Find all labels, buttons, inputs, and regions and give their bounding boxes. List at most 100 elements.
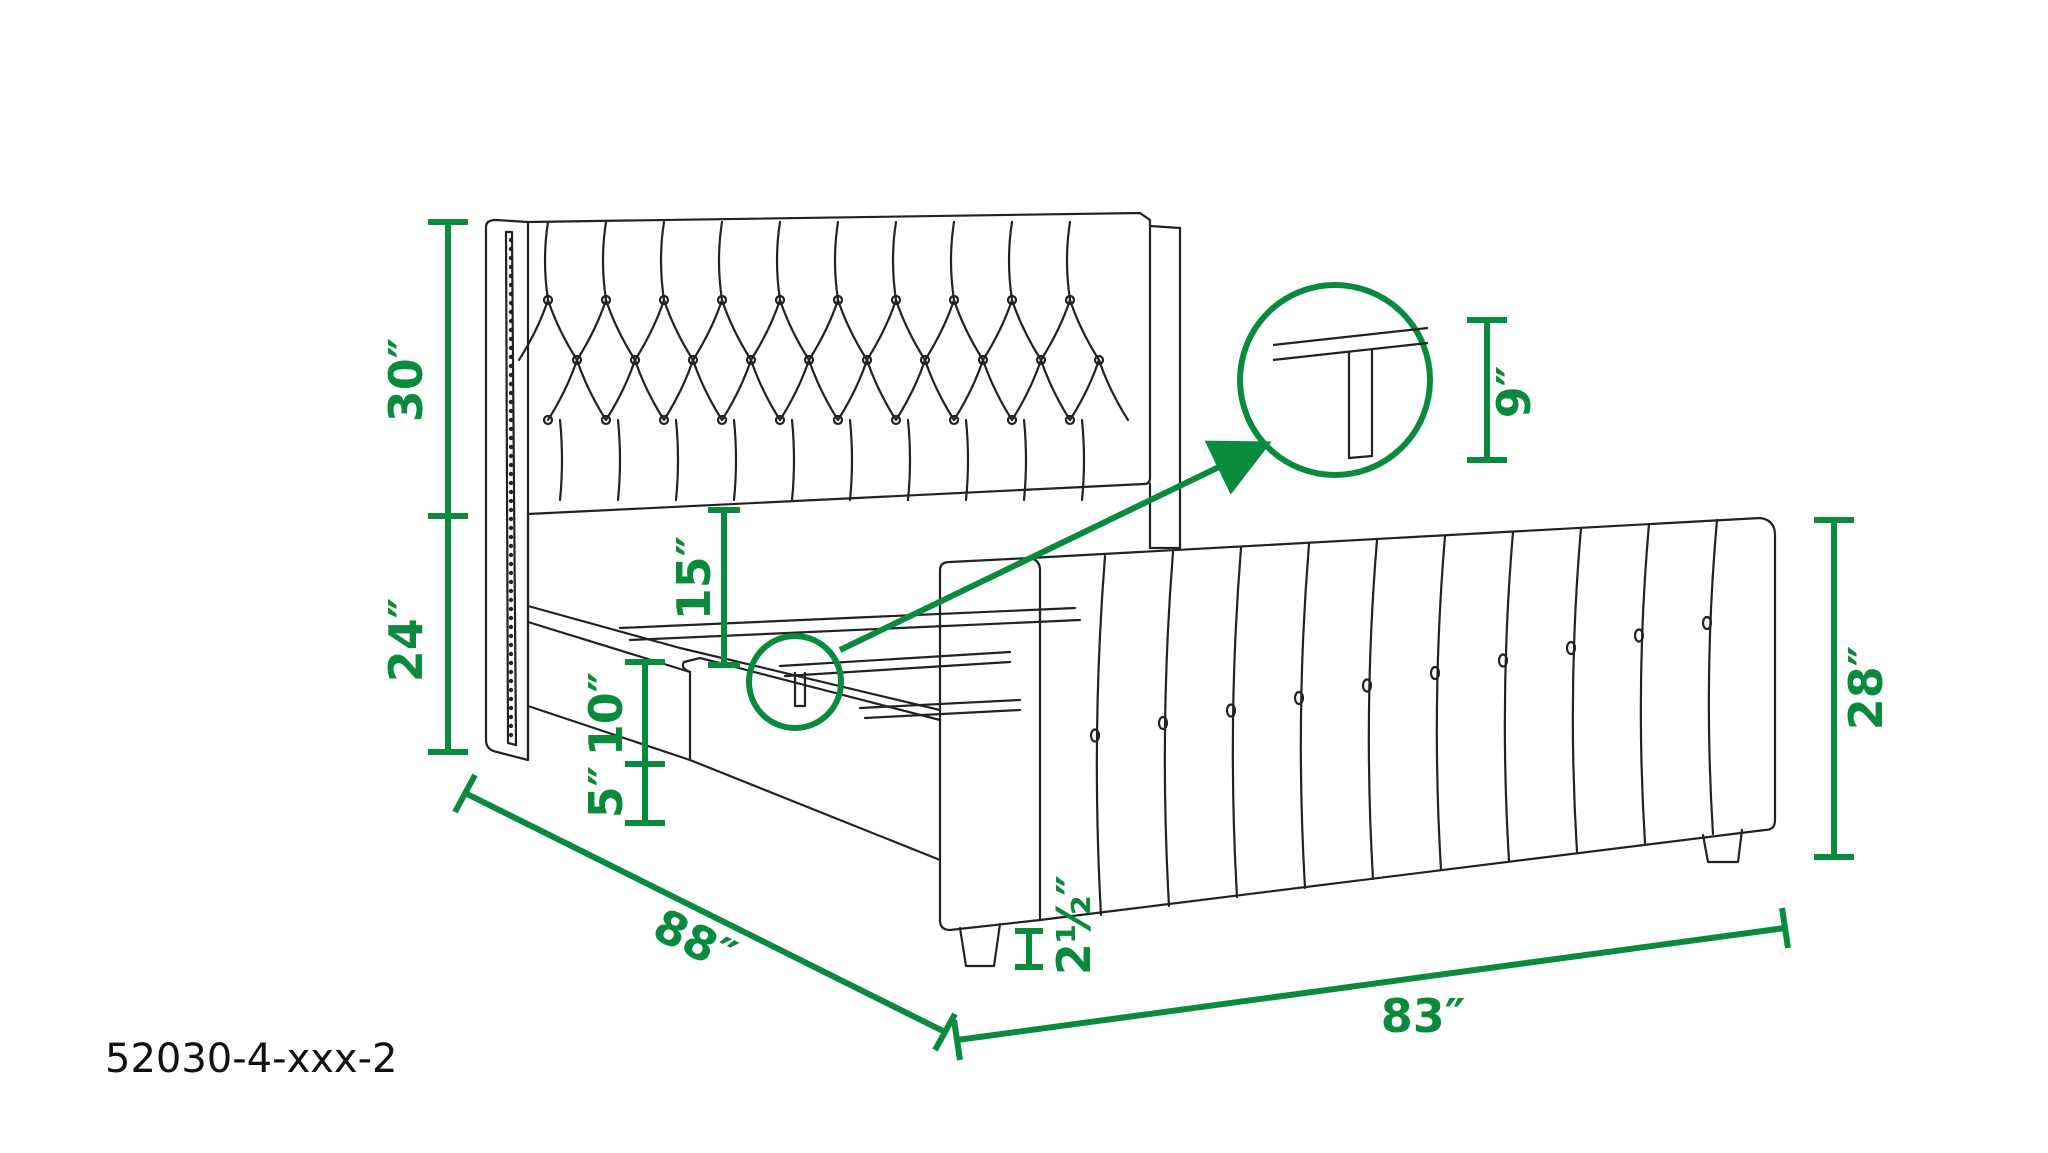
back-leg (1701, 828, 1744, 864)
nailhead-trim (508, 237, 514, 738)
nailhead (508, 687, 514, 693)
tuft-seam (949, 220, 956, 302)
tuft-seam (575, 298, 608, 362)
dim-rail-clearance: 5″ (579, 766, 633, 819)
nailhead (508, 705, 514, 711)
footboard-button (1701, 615, 1713, 631)
nailhead (508, 696, 514, 702)
tuft-seam (659, 220, 666, 302)
nailhead (508, 651, 514, 657)
tuft-seam (604, 298, 637, 362)
tuft-button (658, 414, 670, 426)
nailhead (508, 444, 514, 450)
nailhead (508, 588, 514, 594)
tuft-seam (604, 358, 637, 422)
tuft-seam (633, 298, 666, 362)
nailhead (508, 723, 514, 729)
footboard-button (1565, 640, 1577, 656)
nailhead (508, 642, 514, 648)
tuft-seam (891, 220, 898, 302)
tuft-seam (1068, 298, 1101, 362)
tuft-button (687, 354, 699, 366)
tuft-pleat (1022, 418, 1028, 502)
nailhead (508, 417, 514, 423)
tuft-pleat (848, 418, 854, 502)
tuft-button (1093, 354, 1105, 366)
nailhead (508, 597, 514, 603)
tuft-seam (749, 358, 782, 422)
tuft-seam (1039, 358, 1072, 422)
tuft-seam (717, 220, 724, 302)
tuft-seam (952, 298, 985, 362)
slats (618, 606, 1082, 720)
nailhead (508, 336, 514, 342)
tuft-button (948, 414, 960, 426)
tuft-seam (981, 298, 1014, 362)
tuft-button (716, 414, 728, 426)
tuft-seam (1097, 358, 1130, 422)
tuft-button (1064, 414, 1076, 426)
tuft-button (803, 354, 815, 366)
tuft-button (571, 354, 583, 366)
side-rail (526, 604, 942, 862)
nailhead (508, 534, 514, 540)
footboard-channel (1095, 554, 1107, 917)
nailhead (508, 579, 514, 585)
nailhead (508, 345, 514, 351)
callout-source-circle (746, 633, 844, 731)
tuft-seam (1010, 298, 1043, 362)
tuft-button (629, 354, 641, 366)
nailhead (508, 273, 514, 279)
tuft-button (774, 414, 786, 426)
tuft-button (745, 354, 757, 366)
nailhead (508, 309, 514, 315)
nailhead (508, 435, 514, 441)
nailhead (508, 624, 514, 630)
dim-headboard-bottom: 24″ (379, 598, 433, 683)
tuft-pleat (674, 418, 680, 502)
nailhead (508, 399, 514, 405)
nailhead (508, 543, 514, 549)
tuft-seam (517, 298, 550, 362)
nailhead (508, 318, 514, 324)
tuft-seam (836, 358, 869, 422)
dimension-lines (428, 219, 1854, 1061)
channel-tufting (1089, 518, 1719, 917)
tuft-seam (749, 298, 782, 362)
tuft-pleat (790, 418, 796, 502)
callout-detail (1272, 326, 1429, 460)
nailhead (508, 381, 514, 387)
footboard-button (1225, 703, 1237, 718)
nailhead (508, 453, 514, 459)
dim-rail-to-headboard: 15″ (667, 536, 721, 621)
footboard-channel (1639, 522, 1651, 845)
tuft-seam (807, 298, 840, 362)
tuft-seam (865, 298, 898, 362)
footboard-channel (1435, 534, 1447, 872)
tuft-seam (546, 358, 579, 422)
arrow-right-icon (838, 440, 1272, 653)
nailhead (508, 354, 514, 360)
dimension-labels: 30″ 24″ 15″ 10″ 5″ 9″ 28″ 2½″ 88″ 83″ (379, 338, 1893, 1043)
footboard-channel (1571, 526, 1583, 854)
tuft-seam (601, 220, 608, 302)
tuft-seam (836, 298, 869, 362)
nailhead (508, 561, 514, 567)
footboard-channel (1503, 530, 1515, 863)
footboard-button (1157, 715, 1169, 731)
footboard-button (1497, 653, 1509, 668)
product-code: 52030-4-xxx-2 (105, 1036, 397, 1082)
nailhead (508, 615, 514, 621)
tuft-button (832, 414, 844, 426)
footboard-button (1429, 665, 1441, 681)
nailhead (508, 660, 514, 666)
dim-length: 88″ (645, 898, 745, 984)
dim-slat-height: 9″ (1487, 366, 1541, 419)
tuft-pleat (906, 418, 912, 502)
tuft-seam (546, 298, 579, 362)
nailhead (508, 498, 514, 504)
tuft-button (890, 414, 902, 426)
magnifier-circle (1237, 282, 1433, 478)
